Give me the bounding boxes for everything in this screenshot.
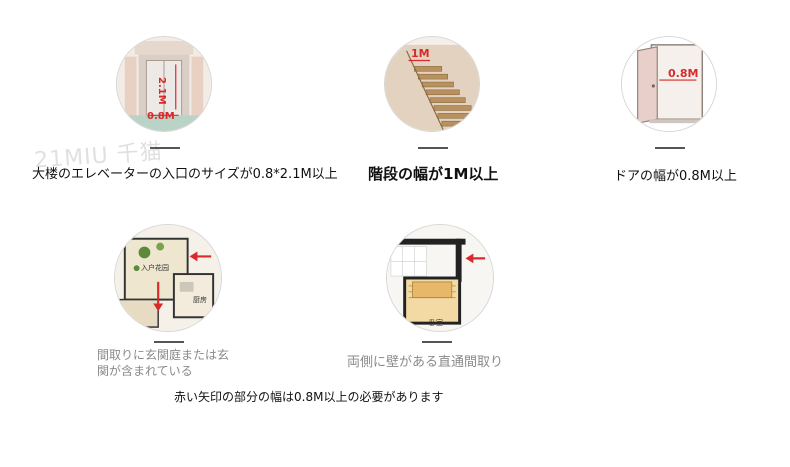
floorplan-garden-illustration: 入户花园 厨房 xyxy=(114,224,222,332)
footnote: 赤い矢印の部分の幅は0.8M以上の必要があります xyxy=(174,390,444,404)
door-icon xyxy=(622,37,716,131)
garden-room-label: 入户花园 xyxy=(141,264,169,272)
elevator-width-label: 0.8M xyxy=(147,111,175,122)
divider-5 xyxy=(422,341,452,343)
floorplan-corridor-illustration: 卧室 xyxy=(386,224,494,332)
kitchen-room-label: 厨房 xyxy=(193,296,207,304)
stairs-width-label: 1M xyxy=(411,47,430,60)
divider-4 xyxy=(154,341,184,343)
door-width-label: 0.8M xyxy=(668,67,699,80)
door-illustration: 0.8M xyxy=(621,36,717,132)
elevator-height-label: 2.1M xyxy=(156,77,167,105)
garden-caption-line-1: 間取りに玄関庭または玄 xyxy=(97,348,230,362)
stairs-icon xyxy=(385,37,479,131)
bedroom-label: 卧室 xyxy=(429,319,443,327)
garden-caption-line-2: 関が含まれている xyxy=(97,364,193,378)
divider-1 xyxy=(150,147,180,149)
divider-3 xyxy=(655,147,685,149)
corridor-caption: 両側に壁がある直通間取り xyxy=(347,355,504,370)
divider-2 xyxy=(418,147,448,149)
elevator-illustration: 0.8M 2.1M xyxy=(116,36,212,132)
floorplan-garden-icon xyxy=(115,225,221,331)
elevator-icon xyxy=(117,37,211,131)
stairs-caption: 階段の幅が1M以上 xyxy=(368,165,499,183)
elevator-caption: 大楼のエレベーターの入口のサイズが0.8*2.1M以上 xyxy=(32,167,338,182)
stairs-illustration: 1M xyxy=(384,36,480,132)
door-caption: ドアの幅が0.8M以上 xyxy=(614,169,737,184)
floorplan-corridor-icon xyxy=(387,225,493,331)
